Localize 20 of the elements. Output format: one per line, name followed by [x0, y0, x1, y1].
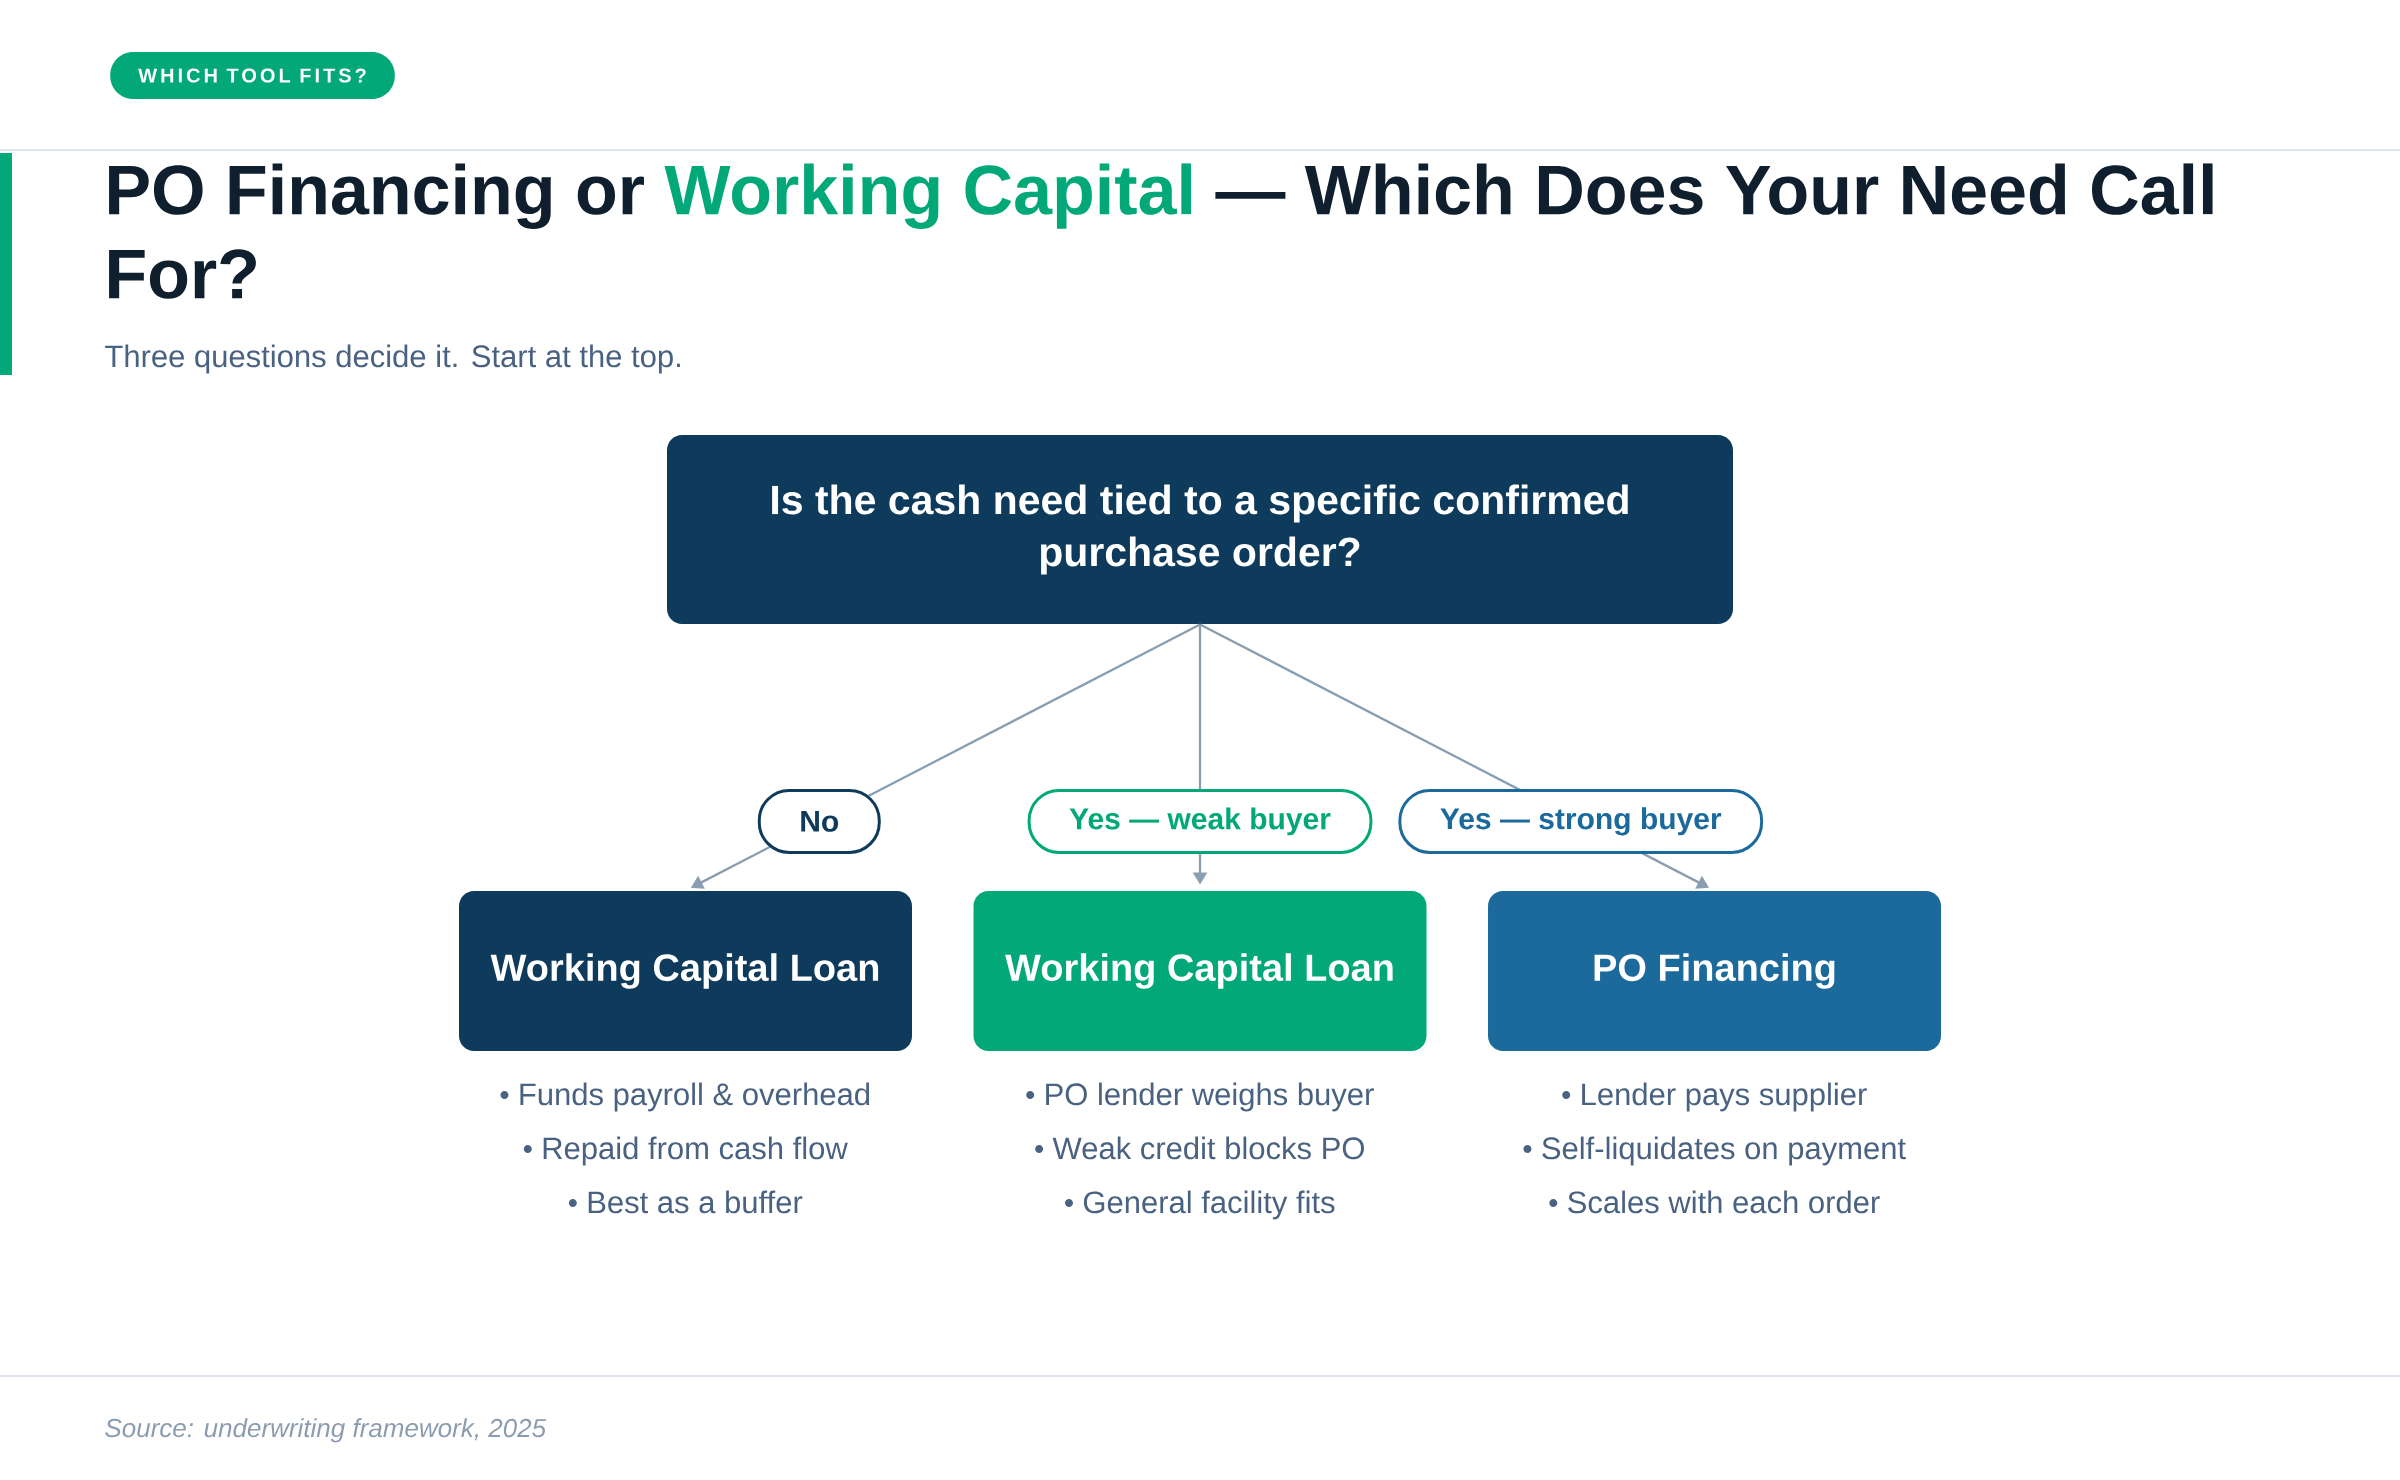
- list-item: Scales with each order: [1568, 1190, 1880, 1214]
- list-item: General facility fits: [1083, 1190, 1335, 1220]
- subtitle: Three questions decide it. Start at the top.: [105, 344, 680, 374]
- list-item: Funds payroll & overhead: [520, 1082, 870, 1112]
- edge-label: Yes — strong buyer: [1398, 788, 1764, 854]
- list-item: PO lender weighs buyer: [1046, 1082, 1374, 1112]
- list-item: Self-liquidates on payment: [1542, 1136, 1906, 1166]
- list-item: Repaid from cash flow: [543, 1136, 848, 1166]
- question-box: Is the cash need tied to a specific confirmed purchase order?: [667, 435, 1733, 624]
- list-item: Weak credit blocks PO: [1052, 1136, 1364, 1160]
- list-item: Lender pays supplier: [1582, 1082, 1867, 1112]
- source-note: Source: underwriting framework, 2025: [105, 1418, 547, 1443]
- category-badge: WHICH TOOL FITS?: [110, 52, 395, 99]
- outcome-box: PO Financing: [1488, 891, 1941, 1051]
- title: PO Financing or Working Capital — Which Does Your Need Call For?: [109, 163, 2213, 299]
- edge-label: Yes — weak buyer: [1027, 788, 1373, 854]
- edge-label: No: [757, 788, 881, 854]
- list-item: Best as a buffer: [588, 1190, 803, 1214]
- outcome-box: Working Capital Loan: [459, 891, 912, 1051]
- outcome-box: Working Capital Loan: [973, 891, 1427, 1051]
